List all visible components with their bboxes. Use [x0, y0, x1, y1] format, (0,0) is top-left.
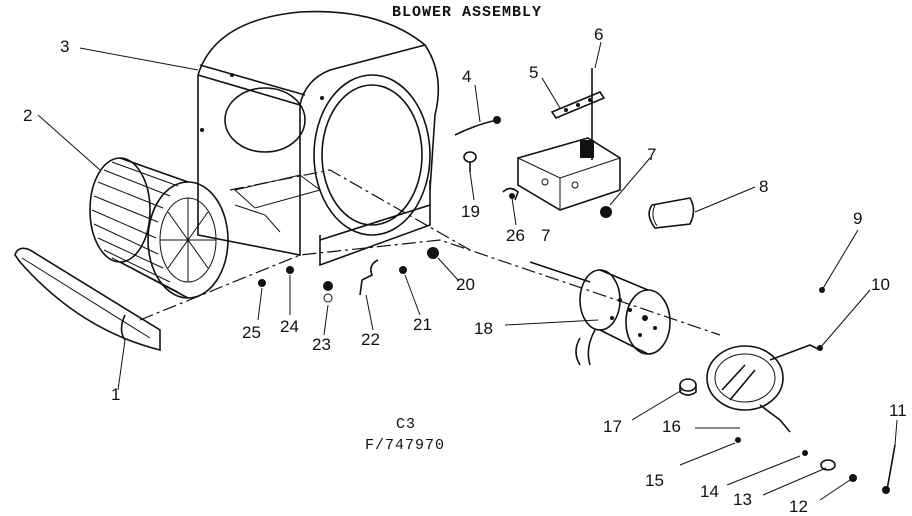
blower-housing	[197, 10, 440, 267]
callout-6: 6	[594, 25, 603, 44]
callout-16: 16	[662, 417, 681, 436]
callout-3: 3	[60, 37, 69, 56]
callout-15: 15	[645, 471, 664, 490]
callout-4: 4	[462, 67, 471, 86]
blower-wheel	[89, 157, 229, 299]
callout-22: 22	[361, 330, 380, 349]
drawing-code-line2: F/747970	[365, 437, 445, 454]
callout-labels: 1 2 3 4 5 6 7 7 8 9 10 11 12 13 14 15 16…	[23, 25, 907, 516]
callout-18: 18	[474, 319, 493, 338]
callout-17: 17	[603, 417, 622, 436]
callout-26: 26	[506, 226, 525, 245]
drawing-code-line1: C3	[396, 416, 416, 433]
callout-7a: 7	[647, 145, 656, 164]
callout-25: 25	[242, 323, 261, 342]
leader-lines	[37, 41, 898, 501]
callout-10: 10	[871, 275, 890, 294]
callout-20: 20	[456, 275, 475, 294]
callout-11: 11	[889, 401, 907, 420]
callout-24: 24	[280, 317, 299, 336]
diagram-title: BLOWER ASSEMBLY	[392, 4, 542, 21]
motor-mount	[706, 287, 825, 433]
callout-14: 14	[700, 482, 719, 501]
callout-8: 8	[759, 177, 768, 196]
callout-7b: 7	[541, 226, 550, 245]
callout-19: 19	[461, 202, 480, 221]
callout-13: 13	[733, 490, 752, 509]
hardware-parts	[258, 68, 896, 494]
callout-5: 5	[529, 63, 538, 82]
callout-12: 12	[789, 497, 808, 516]
callout-2: 2	[23, 106, 32, 125]
mounting-plate-edge	[234, 204, 281, 233]
center-line-upper	[229, 169, 471, 251]
callout-9: 9	[853, 209, 862, 228]
blower-motor	[529, 261, 671, 366]
motor-bushing	[679, 378, 697, 396]
mounting-plate	[233, 174, 322, 209]
cutoff-plate	[14, 247, 161, 352]
callout-1: 1	[111, 385, 120, 404]
callout-23: 23	[312, 335, 331, 354]
callout-21: 21	[413, 315, 432, 334]
